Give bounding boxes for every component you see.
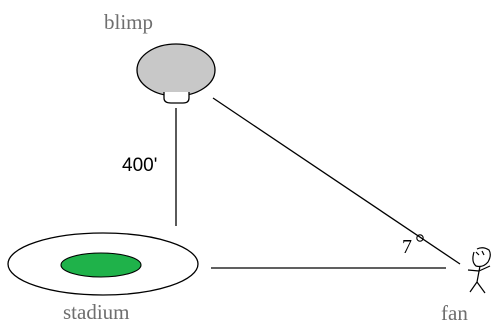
blimp-label: blimp (104, 10, 153, 34)
fan-icon (467, 247, 491, 294)
height-label: 400' (122, 155, 157, 176)
angle-label: 7 (402, 236, 412, 258)
line-of-sight (212, 97, 461, 265)
stadium-label: stadium (63, 300, 130, 324)
stadium-icon (7, 232, 199, 296)
fan-label: fan (441, 301, 468, 324)
angle-marker (416, 234, 424, 242)
blimp-icon (136, 43, 216, 104)
